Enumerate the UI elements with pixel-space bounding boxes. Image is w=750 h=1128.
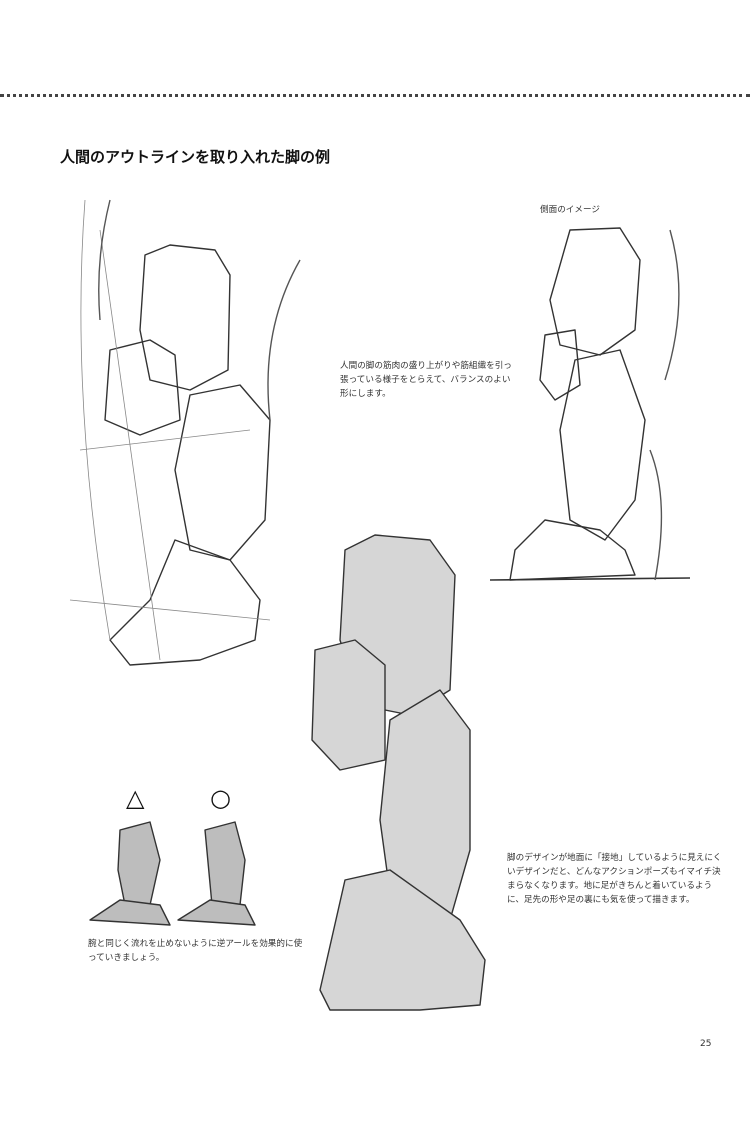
- side-view-drawing: [489, 227, 691, 581]
- page-title: 人間のアウトラインを取り入れた脚の例: [60, 148, 331, 166]
- caption-curve: 腕と同じく流れを止めないように逆アールを効果的に使っていきましょう。: [88, 939, 303, 963]
- sketch-leg-drawing: [69, 199, 301, 666]
- mark-good: ○: [210, 784, 231, 812]
- caption-ground: 脚のデザインが地面に「接地」しているように見えにくいデザインだと、どんなアクショ…: [507, 853, 722, 905]
- main-leg-drawing: [311, 534, 486, 1011]
- page-number: 25: [700, 1039, 712, 1049]
- dotted-divider: [0, 94, 750, 97]
- comparison-drawings: [89, 821, 256, 926]
- caption-muscle: 人間の脚の筋肉の盛り上がりや筋組織を引っ張っている様子をとらえて、バランスのよい…: [340, 361, 512, 399]
- side-view-label: 側面のイメージ: [540, 205, 600, 215]
- mark-bad: △: [126, 784, 145, 812]
